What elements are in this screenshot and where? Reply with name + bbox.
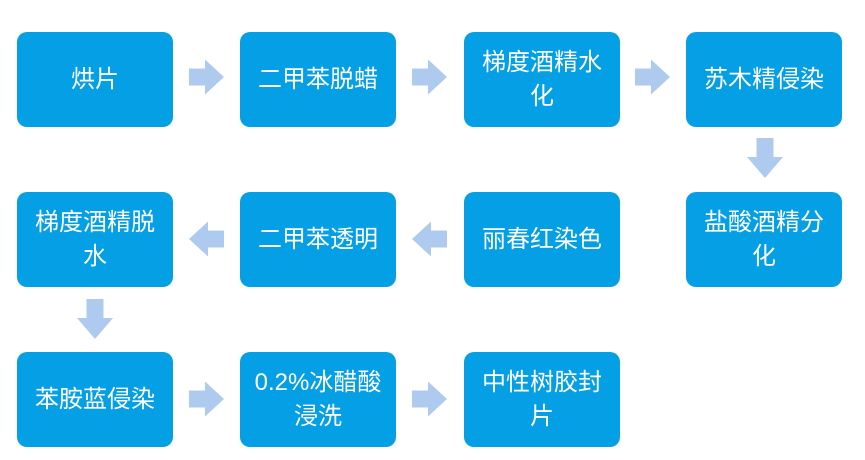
flow-step-ponceau-stain: 丽春红染色 [464,192,620,287]
left-arrow-icon [189,220,224,258]
flow-step-aniline-blue-stain: 苯胺蓝侵染 [17,352,173,447]
flow-step-xylene-clearing: 二甲苯透明 [240,192,396,287]
left-arrow-icon [412,220,447,258]
right-arrow-icon [412,58,447,96]
right-arrow-icon [635,58,670,96]
right-arrow-icon [412,380,447,418]
right-arrow-icon [189,58,224,96]
flow-step-gradient-alcohol-dehydration: 梯度酒精脱 水 [17,192,173,287]
right-arrow-icon [189,380,224,418]
flow-step-xylene-dewax: 二甲苯脱蜡 [240,32,396,127]
flow-step-bake-slide: 烘片 [17,32,173,127]
flow-step-neutral-resin-mount: 中性树胶封 片 [464,352,620,447]
flow-step-acetic-acid-rinse: 0.2%冰醋酸 浸洗 [240,352,396,447]
down-arrow-icon [76,299,114,339]
flow-step-hematoxylin-stain: 苏木精侵染 [686,32,842,127]
flow-step-acid-alcohol-differentiation: 盐酸酒精分 化 [686,192,842,287]
down-arrow-icon [746,138,784,178]
flow-step-gradient-alcohol-hydration: 梯度酒精水 化 [464,32,620,127]
